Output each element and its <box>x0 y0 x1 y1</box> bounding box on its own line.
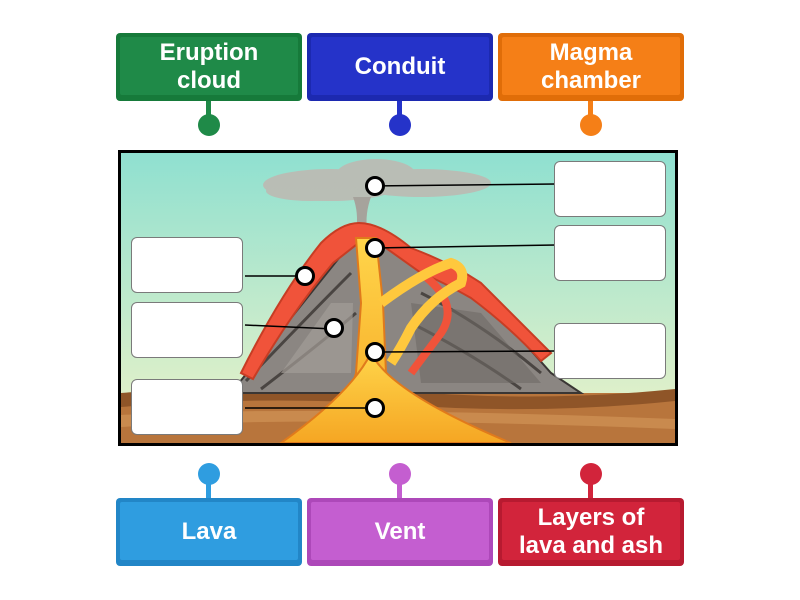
anchor-dot-magma-chamber <box>580 114 602 136</box>
hotspot-marker[interactable] <box>365 238 385 258</box>
anchor-dot-lava <box>198 463 220 485</box>
volcano-illustration <box>121 153 675 443</box>
label-text: Lava <box>181 518 237 545</box>
hotspot-marker[interactable] <box>295 266 315 286</box>
drop-box-5[interactable] <box>131 302 243 358</box>
drop-box-1[interactable] <box>554 161 666 217</box>
connector-lines <box>244 183 557 409</box>
smoke-cloud <box>263 159 491 201</box>
pin-conduit <box>397 101 402 119</box>
pin-vent <box>397 480 402 500</box>
label-tile-magma-chamber[interactable]: Magma chamber <box>498 33 684 101</box>
label-text: Vent <box>374 518 426 545</box>
hotspot-marker[interactable] <box>365 176 385 196</box>
label-tile-lava[interactable]: Lava <box>116 498 302 566</box>
pin-lava <box>206 480 211 500</box>
drop-box-4[interactable] <box>131 237 243 293</box>
hotspot-marker[interactable] <box>365 398 385 418</box>
label-text: Eruption cloud <box>159 39 259 94</box>
anchor-dot-layers <box>580 463 602 485</box>
label-text: Conduit <box>354 53 446 80</box>
label-text: Layers of lava and ash <box>518 504 664 559</box>
label-text: Magma chamber <box>540 39 642 94</box>
pin-layers <box>588 480 593 500</box>
hotspot-marker[interactable] <box>365 342 385 362</box>
hotspot-marker[interactable] <box>324 318 344 338</box>
anchor-dot-eruption-cloud <box>198 114 220 136</box>
volcano-diagram <box>118 150 678 446</box>
drop-box-2[interactable] <box>554 225 666 281</box>
pin-eruption-cloud <box>206 101 211 119</box>
drop-box-6[interactable] <box>131 379 243 435</box>
label-tile-eruption-cloud[interactable]: Eruption cloud <box>116 33 302 101</box>
pin-magma-chamber <box>588 101 593 119</box>
label-tile-layers-of-lava-and-ash[interactable]: Layers of lava and ash <box>498 498 684 566</box>
drop-box-3[interactable] <box>554 323 666 379</box>
label-tile-conduit[interactable]: Conduit <box>307 33 493 101</box>
anchor-dot-conduit <box>389 114 411 136</box>
anchor-dot-vent <box>389 463 411 485</box>
label-tile-vent[interactable]: Vent <box>307 498 493 566</box>
